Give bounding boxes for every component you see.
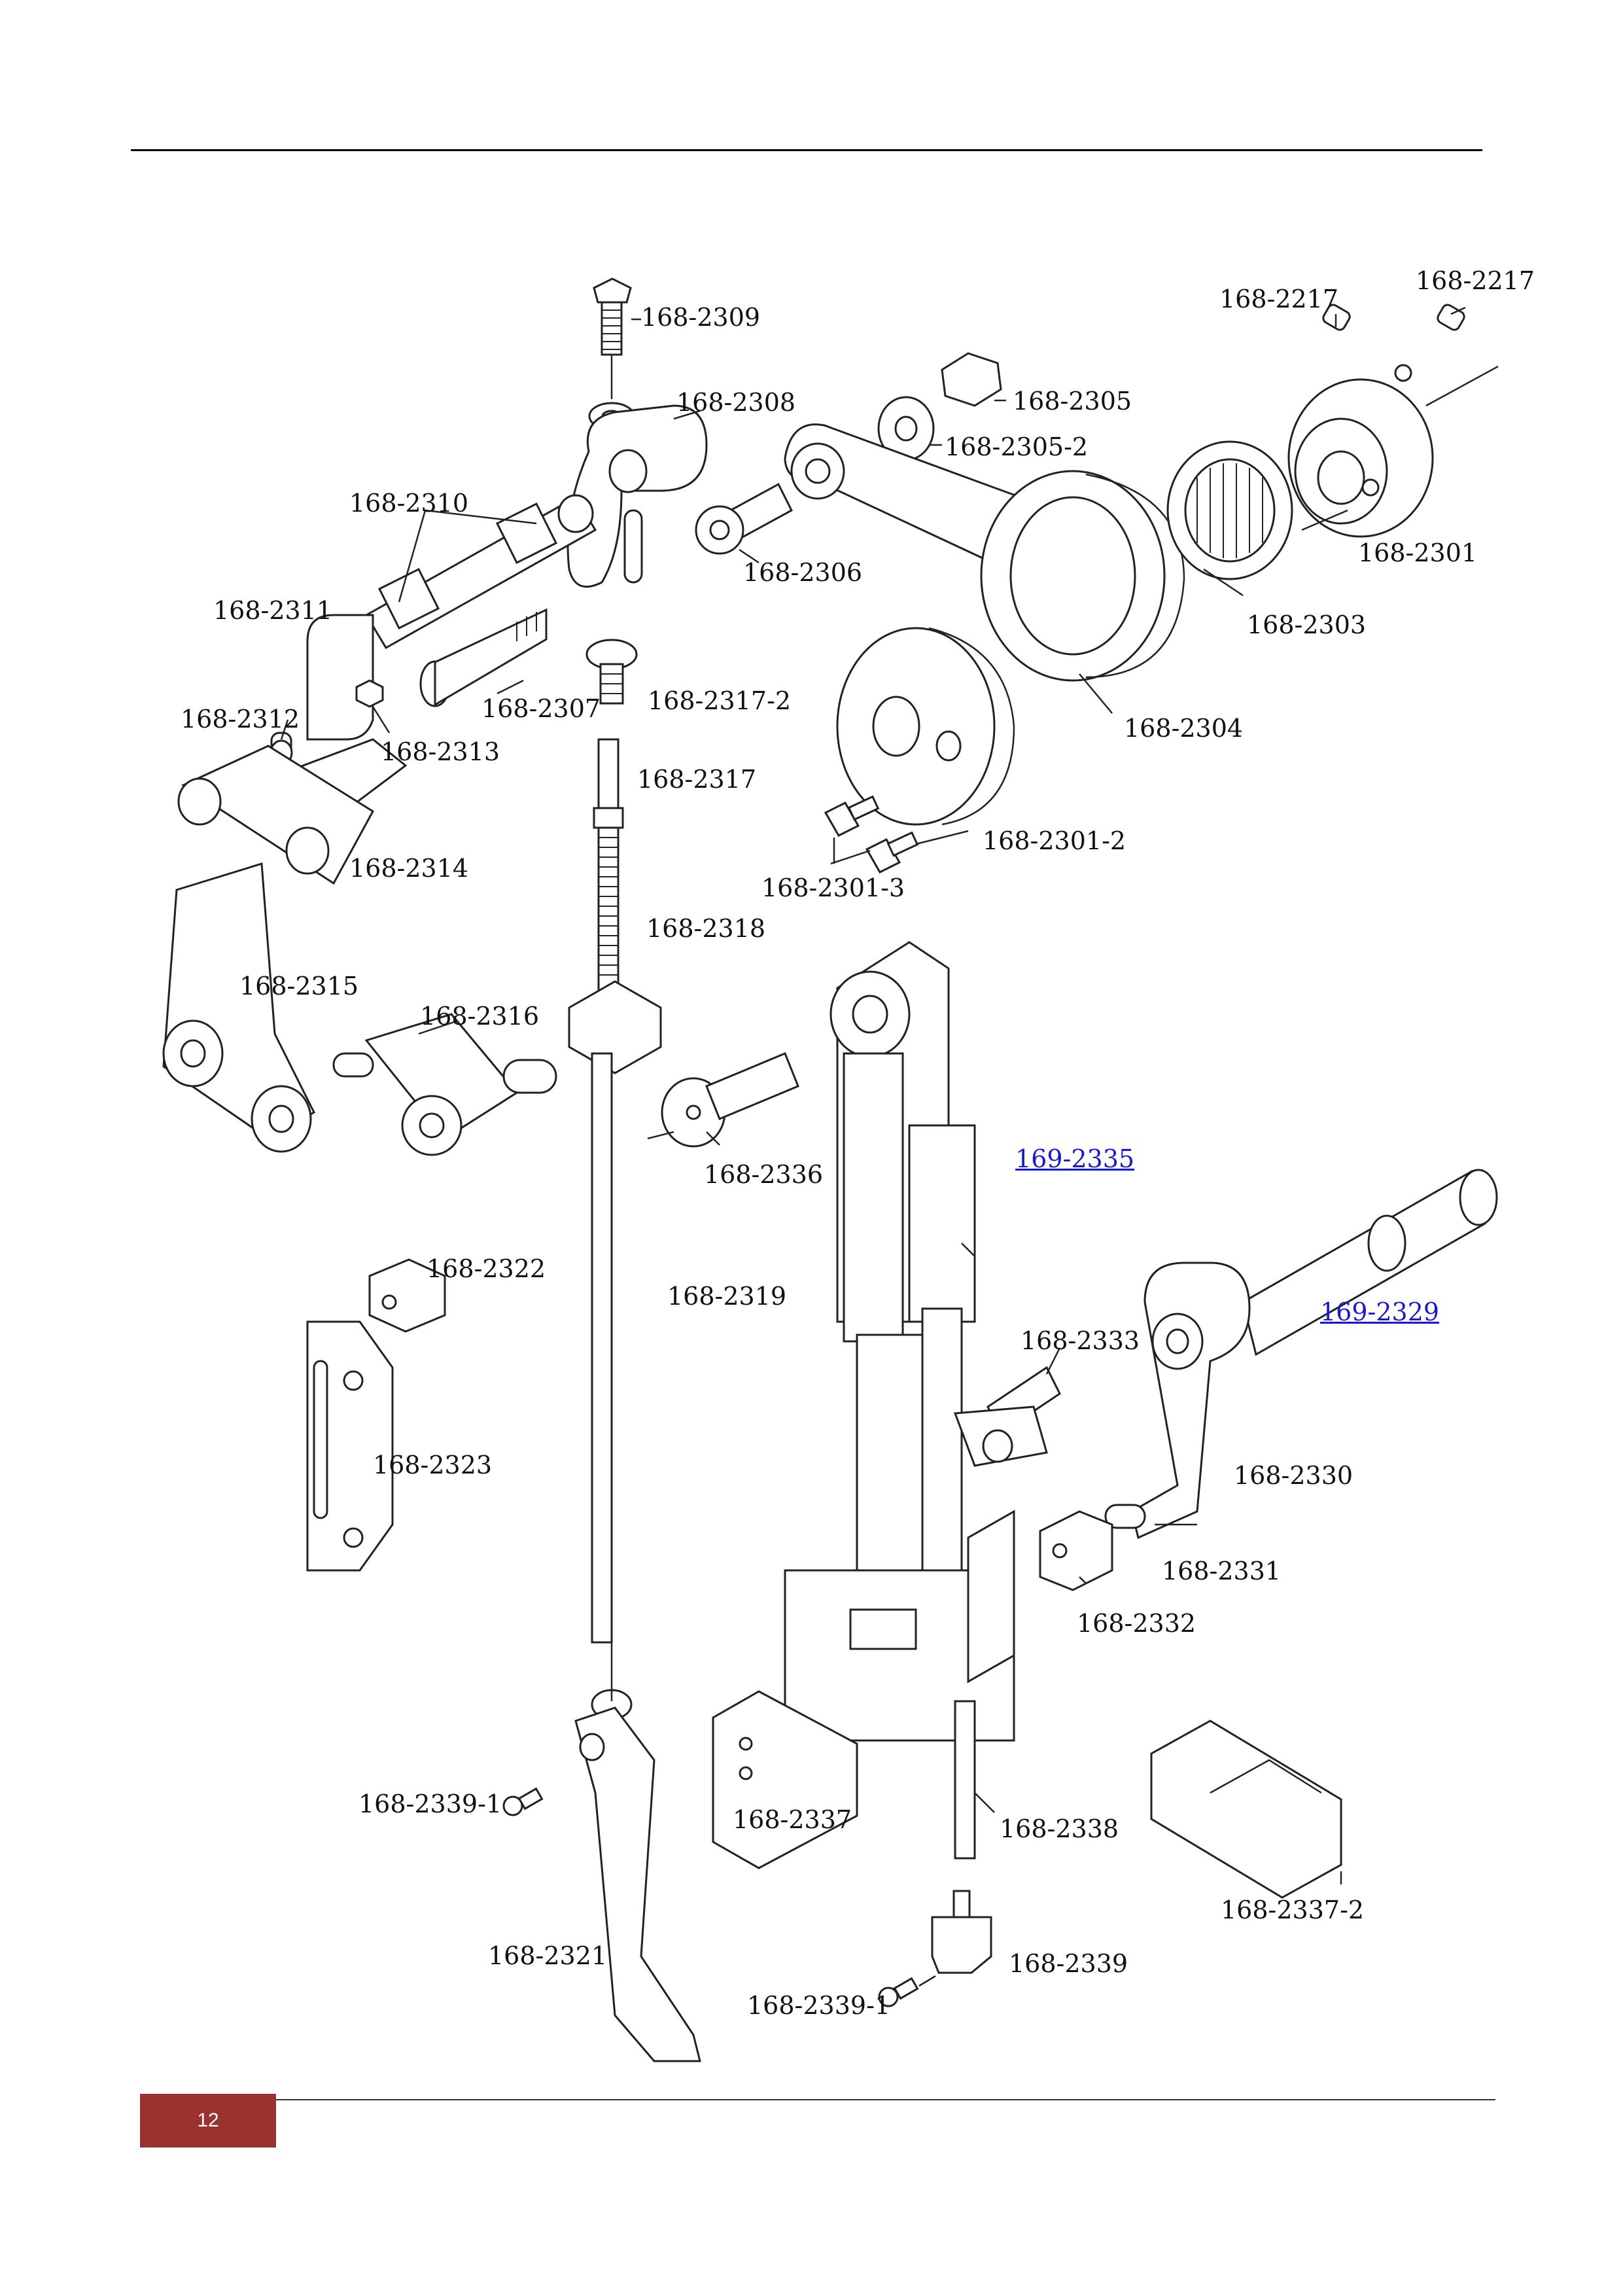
label-168-2339-1-left: 168-2339-1 — [358, 1790, 502, 1818]
disc-2301-2-drawing — [836, 627, 1015, 826]
header-rule — [131, 149, 1482, 151]
label-168-2339: 168-2339 — [1009, 1949, 1128, 1978]
link-169-2329[interactable]: 169-2329 — [1320, 1298, 1440, 1326]
arm-2311-drawing — [266, 614, 408, 826]
label-168-2305: 168-2305 — [1013, 387, 1132, 415]
label-168-2305-2: 168-2305-2 — [945, 433, 1089, 461]
label-168-2322: 168-2322 — [427, 1254, 546, 1283]
link-169-2335[interactable]: 169-2335 — [1015, 1144, 1135, 1173]
label-168-2310: 168-2310 — [349, 489, 469, 518]
label-168-2316: 168-2316 — [420, 1002, 540, 1031]
label-168-2331: 168-2331 — [1162, 1557, 1282, 1585]
label-168-2308: 168-2308 — [676, 388, 796, 417]
label-168-2317-2: 168-2317-2 — [648, 686, 792, 715]
label-168-2312: 168-2312 — [181, 705, 300, 733]
label-168-2338: 168-2338 — [1000, 1814, 1119, 1843]
label-168-2337: 168-2337 — [733, 1805, 852, 1834]
label-168-2311: 168-2311 — [213, 596, 333, 625]
screw-2309-drawing — [593, 277, 632, 399]
label-168-2330: 168-2330 — [1234, 1461, 1353, 1490]
screw-2339-1b-drawing — [878, 1977, 919, 2007]
label-168-2337-2: 168-2337-2 — [1221, 1896, 1365, 1924]
threaded-rod-2318-drawing — [597, 826, 620, 993]
label-168-2301-3: 168-2301-3 — [761, 874, 905, 902]
bracket-2337-drawing — [712, 1690, 858, 1869]
label-168-2301-2: 168-2301-2 — [983, 826, 1126, 855]
label-168-2309: 168-2309 — [641, 303, 761, 332]
block-2322-drawing — [368, 1258, 446, 1333]
bearing-2303-drawing — [1166, 440, 1293, 580]
pin-2333-drawing — [953, 1366, 1061, 1467]
page-number: 12 — [197, 2110, 219, 2131]
screw-2317-2-drawing — [585, 639, 638, 705]
bolt-2307-drawing — [419, 608, 548, 707]
label-168-2314: 168-2314 — [349, 854, 469, 883]
foot-2321-drawing — [574, 1689, 701, 2062]
label-168-2321: 168-2321 — [488, 1941, 608, 1970]
pin-2331-drawing — [1104, 1504, 1146, 1529]
bar-2319-drawing — [568, 980, 662, 1644]
label-168-2307: 168-2307 — [481, 694, 601, 723]
label-168-2339-1-bottom: 168-2339-1 — [747, 1991, 891, 2020]
label-168-2319: 168-2319 — [667, 1282, 787, 1311]
shaft-2329-drawing — [1242, 1169, 1498, 1356]
link-2314-drawing — [177, 745, 374, 885]
label-168-2336: 168-2336 — [704, 1160, 824, 1189]
arm-2304-drawing — [784, 423, 1185, 682]
label-168-2332: 168-2332 — [1077, 1609, 1196, 1638]
nut-2305-drawing — [941, 352, 1002, 407]
label-168-2323: 168-2323 — [373, 1451, 493, 1479]
block-2337-2-drawing — [1150, 1720, 1342, 1899]
lever-2315-drawing — [162, 862, 315, 1153]
block-2332-drawing — [1039, 1510, 1113, 1591]
label-168-2303: 168-2303 — [1247, 610, 1367, 639]
bushing-2306-drawing — [695, 482, 793, 555]
label-168-2301: 168-2301 — [1358, 539, 1478, 567]
screw-2301-3-drawing — [824, 795, 919, 874]
pin-2336-drawing — [661, 1052, 799, 1148]
crank-2330-drawing — [1130, 1262, 1251, 1540]
link-2316-drawing — [332, 1013, 557, 1156]
footer-rule — [140, 2099, 1495, 2100]
label-168-2217-left: 168-2217 — [1219, 285, 1339, 313]
foot-2339-drawing — [931, 1890, 992, 1974]
collar-2301-drawing — [1287, 364, 1499, 538]
label-168-2333: 168-2333 — [1021, 1326, 1140, 1355]
label-168-2315: 168-2315 — [239, 972, 359, 1000]
link-2308-drawing — [567, 402, 708, 588]
label-168-2313: 168-2313 — [381, 737, 500, 766]
label-168-2217-right: 168-2217 — [1416, 266, 1535, 295]
label-168-2318: 168-2318 — [646, 914, 766, 943]
leader-lines — [280, 306, 1466, 1987]
label-168-2306: 168-2306 — [743, 558, 863, 587]
page-number-badge — [140, 2094, 276, 2147]
rod-2317-drawing — [593, 738, 624, 829]
washer-2305-2-drawing — [877, 396, 935, 461]
label-168-2317: 168-2317 — [637, 765, 757, 794]
nut-2313-drawing — [355, 679, 384, 708]
shaft-2310-drawing — [364, 494, 597, 650]
setscrew-2217b-drawing — [1437, 304, 1465, 331]
label-168-2304: 168-2304 — [1124, 714, 1244, 743]
screw-2339-1a-drawing — [502, 1787, 544, 1816]
plate-2323-drawing — [306, 1320, 394, 1572]
frame-2335-drawing — [784, 941, 1015, 1860]
